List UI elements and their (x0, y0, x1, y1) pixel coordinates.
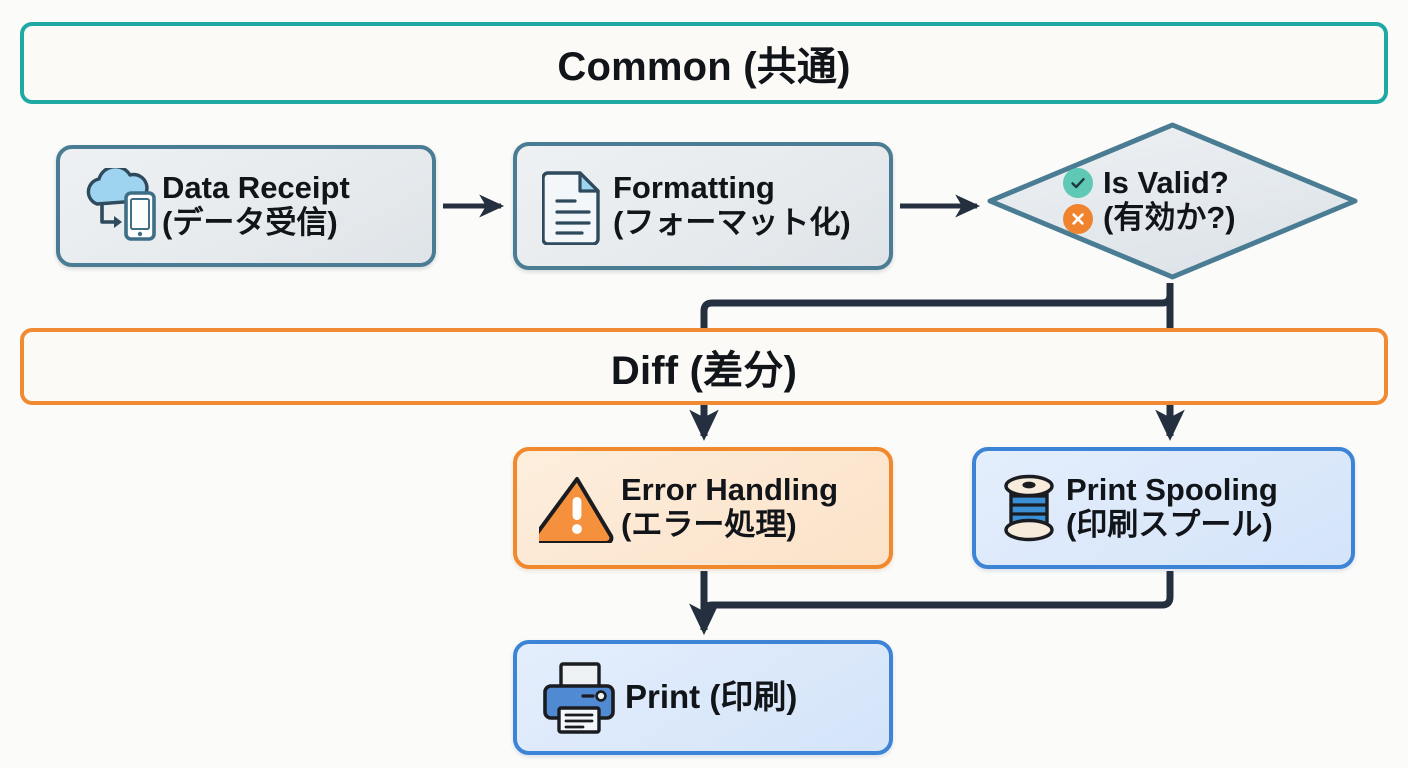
node-formatting[interactable]: Formatting (フォーマット化) (513, 142, 893, 270)
node-decision-text: Is Valid? (有効か?) (1103, 166, 1236, 235)
swimlane-common-label: Common (共通) (557, 45, 851, 89)
swimlane-diff: Diff (差分) (20, 328, 1388, 405)
node-print-text: Print (印刷) (625, 678, 798, 716)
edge-print-spooling-to-print (689, 571, 1174, 635)
cross-circle-icon (1063, 204, 1093, 234)
node-error-handling-line1: Error Handling (621, 472, 839, 508)
document-icon (533, 167, 613, 245)
node-error-handling-text: Error Handling (エラー処理) (621, 473, 838, 542)
node-formatting-text: Formatting (フォーマット化) (613, 171, 851, 240)
node-decision-line1: Is Valid? (1103, 165, 1229, 201)
node-decision-line2: (有効か?) (1103, 200, 1236, 235)
node-print-spooling[interactable]: Print Spooling (印刷スプール) (972, 447, 1355, 569)
warning-triangle-icon (533, 473, 621, 543)
swimlane-diff-label: Diff (差分) (610, 348, 798, 393)
cloud-download-tablet-icon (76, 168, 162, 244)
node-decision-is-valid[interactable]: Is Valid? (有効か?) (985, 120, 1360, 282)
node-data-receipt-line2: (データ受信) (162, 205, 338, 240)
node-print[interactable]: Print (印刷) (513, 640, 893, 755)
diamond-shape (987, 122, 1358, 280)
printer-icon (533, 660, 625, 736)
swimlane-common: Common (共通) (20, 22, 1388, 104)
node-print-spooling-line1: Print Spooling (1066, 472, 1278, 508)
thread-spool-icon (992, 471, 1066, 545)
decision-marks (1063, 168, 1093, 234)
node-data-receipt[interactable]: Data Receipt (データ受信) (56, 145, 436, 267)
node-print-spooling-text: Print Spooling (印刷スプール) (1066, 473, 1278, 542)
node-print-line1: Print (印刷) (625, 678, 798, 716)
node-formatting-line1: Formatting (613, 170, 775, 206)
check-circle-icon (1063, 168, 1093, 198)
node-data-receipt-line1: Data Receipt (162, 170, 350, 206)
node-data-receipt-text: Data Receipt (データ受信) (162, 171, 350, 240)
node-error-handling-line2: (エラー処理) (621, 507, 797, 542)
node-formatting-line2: (フォーマット化) (613, 205, 851, 240)
node-error-handling[interactable]: Error Handling (エラー処理) (513, 447, 893, 569)
node-decision-content: Is Valid? (有効か?) (1063, 148, 1313, 254)
node-print-spooling-line2: (印刷スプール) (1066, 507, 1273, 542)
